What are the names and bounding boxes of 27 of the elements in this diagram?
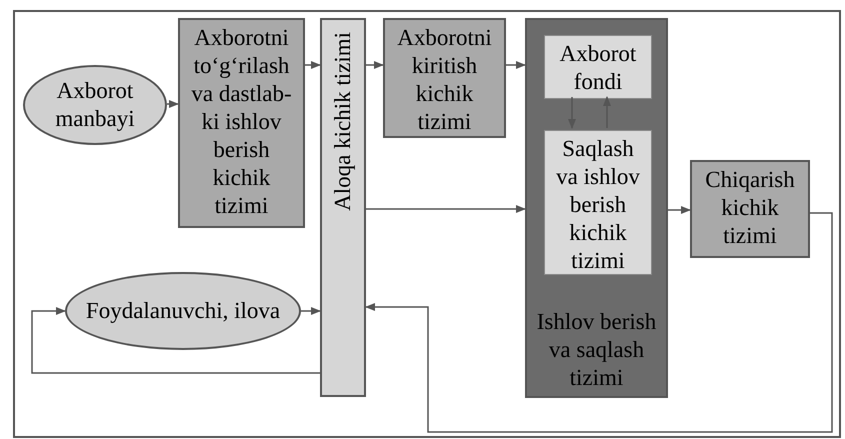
- arrow: [167, 100, 179, 108]
- node-label: Axborotni kiritish kichik tizimi: [396, 24, 493, 136]
- node-label: Aloqa kichik tizimi: [329, 32, 356, 211]
- process-box: [383, 18, 506, 138]
- arrow: [366, 205, 526, 213]
- arrow: [366, 61, 384, 69]
- arrow: [603, 96, 611, 128]
- process-box: [178, 18, 305, 228]
- arrow: [301, 307, 321, 315]
- node-label: Chiqarish kichik tizimi: [704, 166, 796, 250]
- arrow: [31, 307, 320, 374]
- node-label: Foydalanuvchi, ilova: [84, 297, 282, 325]
- process-box: [544, 35, 652, 99]
- process-box: [544, 130, 652, 275]
- group-box: [525, 18, 668, 398]
- node-label: Axborot fondi: [558, 40, 638, 96]
- vertical-bar: [320, 18, 366, 397]
- node-label: Saqlash va ishlov berish kichik tizimi: [555, 135, 641, 275]
- arrow: [568, 97, 576, 129]
- arrow: [668, 206, 691, 214]
- arrow: [305, 61, 321, 69]
- process-box: [690, 160, 810, 258]
- node-label: Axborot manbayi: [54, 77, 136, 133]
- arrow: [506, 61, 526, 69]
- node-label: Ishlov berish va saqlash tizimi: [536, 308, 658, 392]
- arrow: [365, 212, 833, 433]
- node-label: Axborotni to‘g‘rilash va dastlab-ki ishlov berish kichik tizimi: [190, 24, 293, 220]
